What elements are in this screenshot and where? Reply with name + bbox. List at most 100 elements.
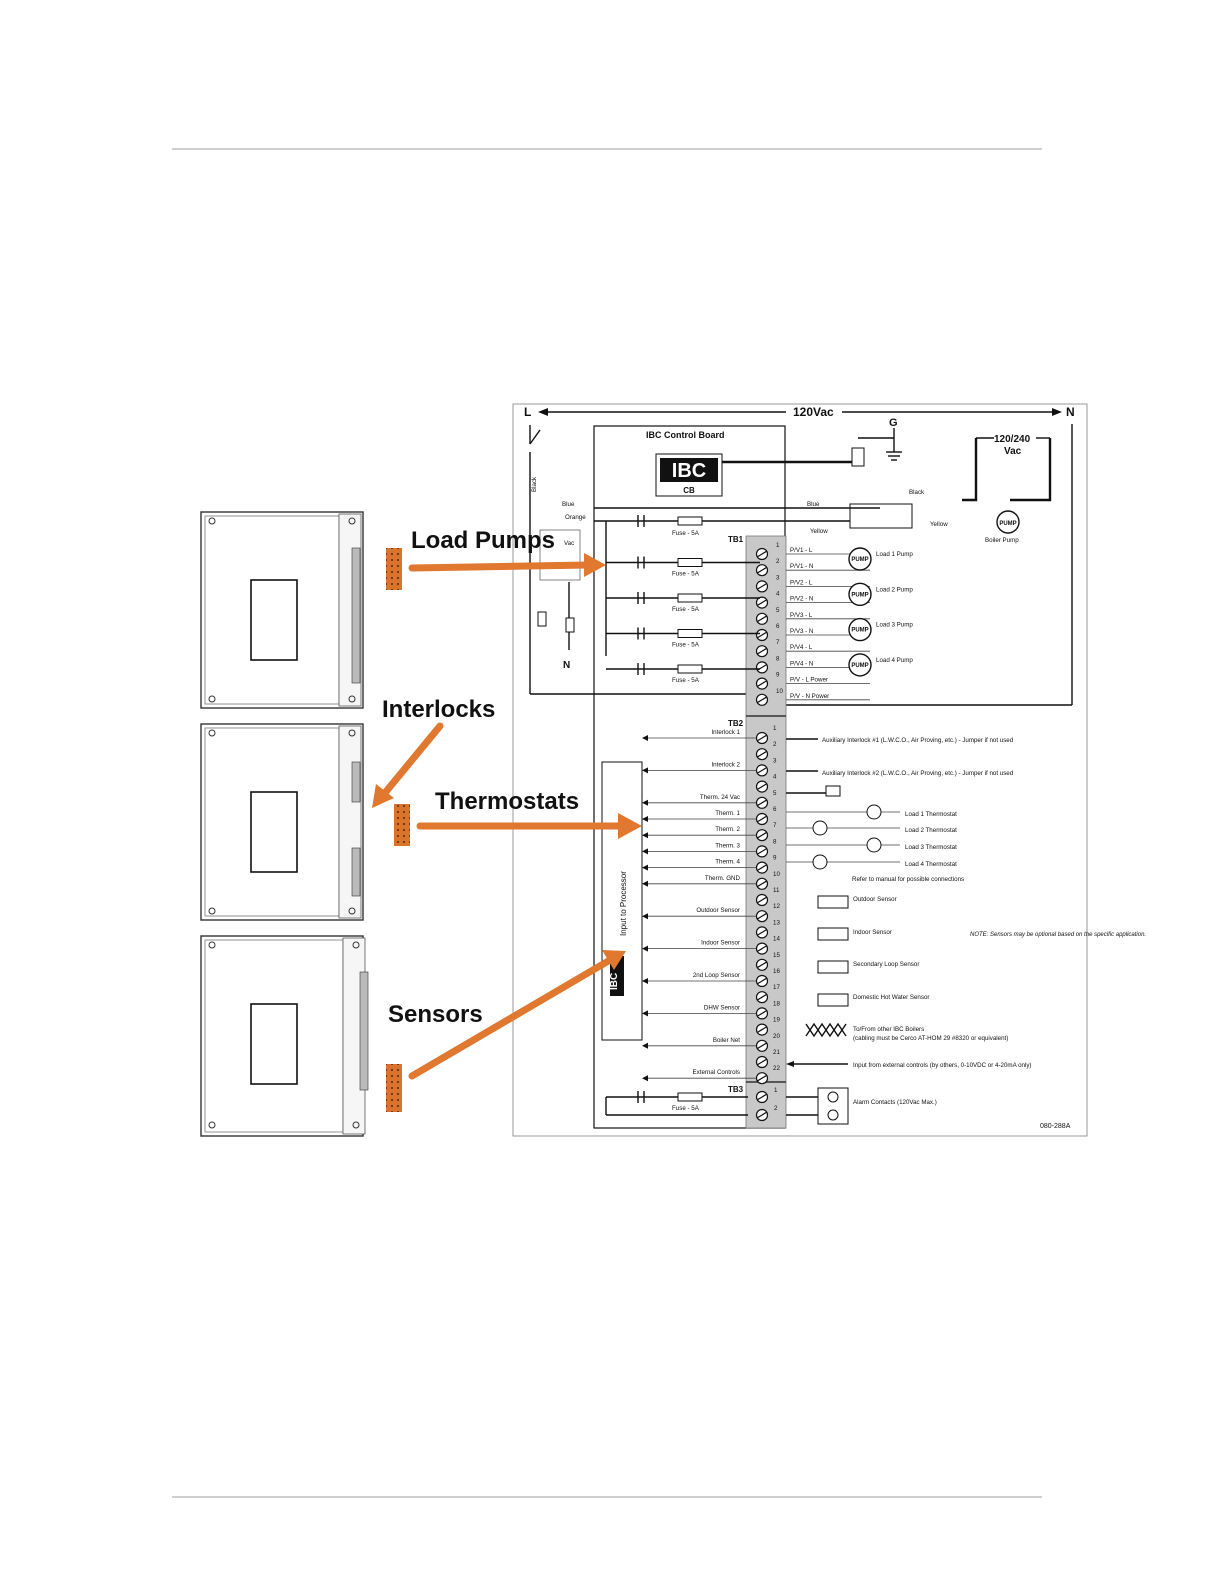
svg-text:PUMP: PUMP [999,521,1016,527]
tb1-terminal-label: P/V4 - N [790,660,813,667]
pump-icon [848,547,872,571]
tb2-terminal-number: 9 [773,855,777,862]
bottom-rule [172,1496,1042,1498]
line-N-label: N [1066,405,1075,419]
tb2-input-label: Therm. 2 [715,826,740,833]
sensor-indoor-label: Indoor Sensor [853,929,892,936]
tb1-terminal-number: 8 [776,655,780,662]
tb2-terminal-number: 6 [773,806,777,813]
tb2-terminal-number: 22 [773,1065,780,1072]
tb1-label: TB1 [728,535,744,544]
tb2-input-label: Interlock 2 [711,761,740,768]
tb2-input-label: 2nd Loop Sensor [693,972,740,979]
tb1-terminal-label: P/V1 - L [790,547,813,554]
wire-black-label: Black [531,476,538,492]
tb1-terminal-number: 5 [776,607,780,614]
tb2-terminal-number: 16 [773,968,780,975]
callout-arrows [372,553,642,1080]
tb3-terminal-number: 1 [774,1087,778,1094]
terminal-plug-1 [386,548,402,590]
tb2-terminal-number: 18 [773,1000,780,1007]
tb1-terminal-number: 6 [776,623,780,630]
line-L-label: L [524,405,531,419]
tb1-terminal-number: 4 [776,591,780,598]
tb3-label: TB3 [728,1085,744,1094]
svg-text:IBC: IBC [609,973,620,990]
wire-yellow-label: Yellow [810,528,828,535]
tb2-terminal-number: 3 [773,757,777,764]
thermostat-3-label: Load 3 Thermostat [905,844,957,851]
pump-icon [848,582,872,606]
external-note: Input from external controls (by others,… [853,1062,1031,1069]
tb2-terminals: 12345678910111213141516171819202122Inter… [642,725,780,1085]
wire-yellow2-label: Yellow [930,521,948,528]
tb2-input-label: External Controls [693,1069,740,1076]
wire-orange-label: Orange [565,514,586,521]
schematic: L N 120Vac Black IBC Control Board IBC C… [512,403,1146,1137]
tb1-terminal-label: P/V2 - N [790,596,813,603]
pump-icon [848,617,872,642]
callout-load-pumps: Load Pumps [411,527,555,554]
supply-label: 120Vac [793,405,834,419]
vac-label: Vac [564,540,574,547]
boiler-supply-unit: Vac [1004,446,1022,457]
pump-label: Load 1 Pump [876,551,913,558]
fuse-label: Fuse - 5A [672,677,700,684]
board-photo-2 [200,723,410,921]
tb2-terminal-number: 11 [773,887,780,894]
tb2-terminal-number: 21 [773,1049,780,1056]
pump-icon [848,653,872,677]
boiler-pump-label: Boiler Pump [985,537,1019,544]
tb2-terminal-number: 13 [773,919,780,926]
processor-label: Input to Processor [619,871,628,936]
thermostat-2-label: Load 2 Thermostat [905,827,957,834]
tb1-terminal-number: 7 [776,639,780,646]
boiler-net-note2: (cabling must be Cerco AT-HOM 29 #8320 o… [853,1035,1008,1042]
tb1-terminal-label: P/V - L Power [790,677,828,684]
tb2-terminal-number: 10 [773,871,780,878]
svg-text:PUMP: PUMP [851,592,868,598]
tb2-terminal-number: 8 [773,838,777,845]
tb3-fuse-label: Fuse - 5A [672,1105,700,1112]
tb2-terminal-number: 15 [773,952,780,959]
tb1-terminal-number: 10 [776,688,783,695]
ibc-logo-sub: CB [683,486,695,495]
board-photo-1 [200,511,402,709]
fuse-label: Fuse - 5A [672,642,700,649]
thermostat-note: Refer to manual for possible connections [852,876,964,883]
callout-sensors: Sensors [388,1001,483,1028]
tb2-terminal-number: 2 [773,741,777,748]
tb2-terminal-number: 4 [773,774,777,781]
tb2-terminal-number: 7 [773,822,777,829]
ground-label: G [889,417,898,429]
tb2-input-label: Therm. 24 Vac [700,794,740,801]
tb2-label: TB2 [728,719,744,728]
tb1-terminal-label: P/V - N Power [790,693,829,700]
tb2-input-label: Indoor Sensor [701,940,740,947]
tb2-input-label: Boiler Net [713,1037,740,1044]
tb1-terminal-number: 3 [776,574,780,581]
sensor-outdoor-label: Outdoor Sensor [853,896,897,903]
pump-label: Load 2 Pump [876,586,913,593]
tb2-terminal-number: 1 [773,725,777,732]
tb2-input-label: Therm. 4 [715,859,740,866]
tb2-terminal-number: 20 [773,1033,780,1040]
callout-interlocks: Interlocks [382,696,495,723]
thermostat-1-label: Load 1 Thermostat [905,811,957,818]
tb2-terminal-number: 17 [773,984,780,991]
boiler-supply-label: 120/240 [994,434,1031,445]
neutral-label: N [563,660,570,671]
alarm-note: Alarm Contacts (120Vac Max.) [853,1099,937,1106]
tb2-terminal-number: 19 [773,1017,780,1024]
tb1-terminal-number: 9 [776,672,780,679]
tb3-terminal-number: 2 [774,1105,778,1112]
tb2-terminal-number: 12 [773,903,780,910]
thermostat-4-label: Load 4 Thermostat [905,861,957,868]
ibc-logo: IBC [672,460,706,482]
tb2-input-label: Interlock 1 [711,729,740,736]
tb1-terminal-label: P/V1 - N [790,563,813,570]
tb1-terminal-label: P/V2 - L [790,579,813,586]
interlock1-note: Auxiliary Interlock #1 (L.W.C.O., Air Pr… [822,737,1014,744]
fuse-label: Fuse - 5A [672,571,700,578]
pump-label: Load 3 Pump [876,622,913,629]
